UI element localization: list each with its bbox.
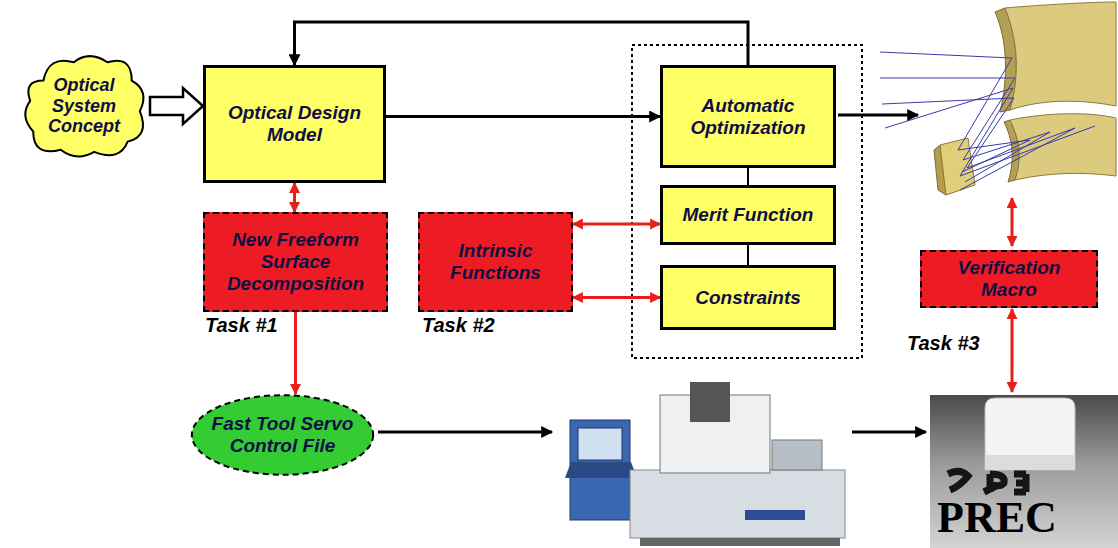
node-label: Verification Macro (928, 257, 1090, 301)
process-box: Optical Design Model (203, 65, 386, 183)
freeform-part (985, 398, 1075, 470)
lathe-machine (565, 382, 845, 546)
machine-base (630, 470, 845, 538)
ray (880, 78, 1050, 182)
ray-bundle (880, 52, 1095, 190)
output-arrow (838, 114, 918, 117)
verification-arrow (1011, 198, 1014, 246)
connector (293, 183, 296, 212)
ray (880, 52, 1030, 172)
primary-mirror (1005, 2, 1116, 110)
ray (885, 88, 1095, 176)
connector-group (150, 22, 748, 394)
optimization-region (632, 45, 862, 358)
task-label: Task #3 (907, 332, 980, 354)
node-label: New Freeform Surface Decomposition (211, 229, 380, 295)
connector (747, 245, 749, 265)
flow-arrow (378, 431, 552, 434)
verification-arrow (1011, 309, 1014, 392)
control-screen (578, 428, 622, 460)
node-label: Intrinsic Functions (426, 240, 565, 284)
photo-ground (930, 395, 1118, 548)
part-shade (985, 455, 1075, 470)
machine-feet (640, 538, 840, 546)
process-box: Constraints (660, 265, 836, 330)
keyboard (565, 462, 637, 478)
connector (747, 168, 749, 185)
reflection-glyph (1014, 474, 1026, 492)
output-ellipse: Fast Tool Servo Control File (190, 394, 375, 476)
connector (294, 312, 297, 394)
tool-slide (772, 440, 822, 470)
task-box: Verification MacroTask #3 (920, 250, 1098, 308)
reflection-glyph (984, 474, 1004, 492)
task-box: New Freeform Surface DecompositionTask #… (203, 212, 388, 312)
node-label: Fast Tool Servo Control File (202, 413, 363, 457)
reflection-glyph (948, 471, 968, 490)
process-box: Automatic Optimization (660, 65, 836, 168)
task-box: Intrinsic FunctionsTask #2 (418, 212, 573, 312)
process-box: Merit Function (660, 185, 836, 245)
spindle-housing (690, 382, 730, 422)
logo-strip (745, 510, 805, 520)
machined-part-photo (930, 395, 1118, 548)
photo-lettering: PREC (937, 496, 1057, 540)
flow-arrow (852, 431, 926, 434)
mirrored-reflection (948, 471, 1026, 492)
connector (573, 296, 660, 299)
node-label: Optical System Concept (32, 75, 136, 137)
task-label: Task #2 (422, 314, 495, 336)
block-arrow (150, 88, 203, 124)
connector (573, 223, 660, 226)
cloud-shape (25, 56, 143, 156)
node-label: Constraints (668, 287, 828, 309)
secondary-mirror (1010, 114, 1116, 180)
mirror-illustration (880, 2, 1116, 195)
node-label: Automatic Optimization (668, 95, 828, 139)
node-label: Optical Design Model (211, 102, 378, 146)
concept-cloud: Optical System Concept (18, 50, 150, 162)
node-label: Merit Function (668, 204, 828, 226)
connector (295, 22, 749, 65)
ellipse-shape (192, 395, 373, 475)
connector (386, 115, 660, 118)
task-label: Task #1 (205, 314, 278, 336)
